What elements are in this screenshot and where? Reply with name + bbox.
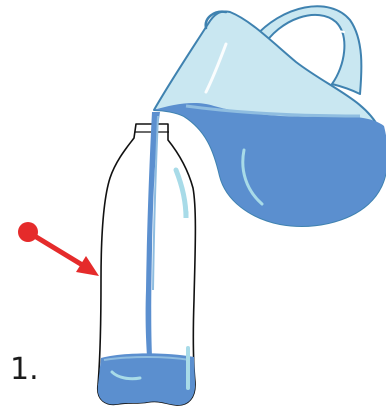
bottle-water [98, 353, 195, 405]
arrow-shaft [28, 232, 84, 266]
step-number-label: 1. [10, 350, 39, 390]
pointer-arrow-icon [18, 222, 99, 276]
